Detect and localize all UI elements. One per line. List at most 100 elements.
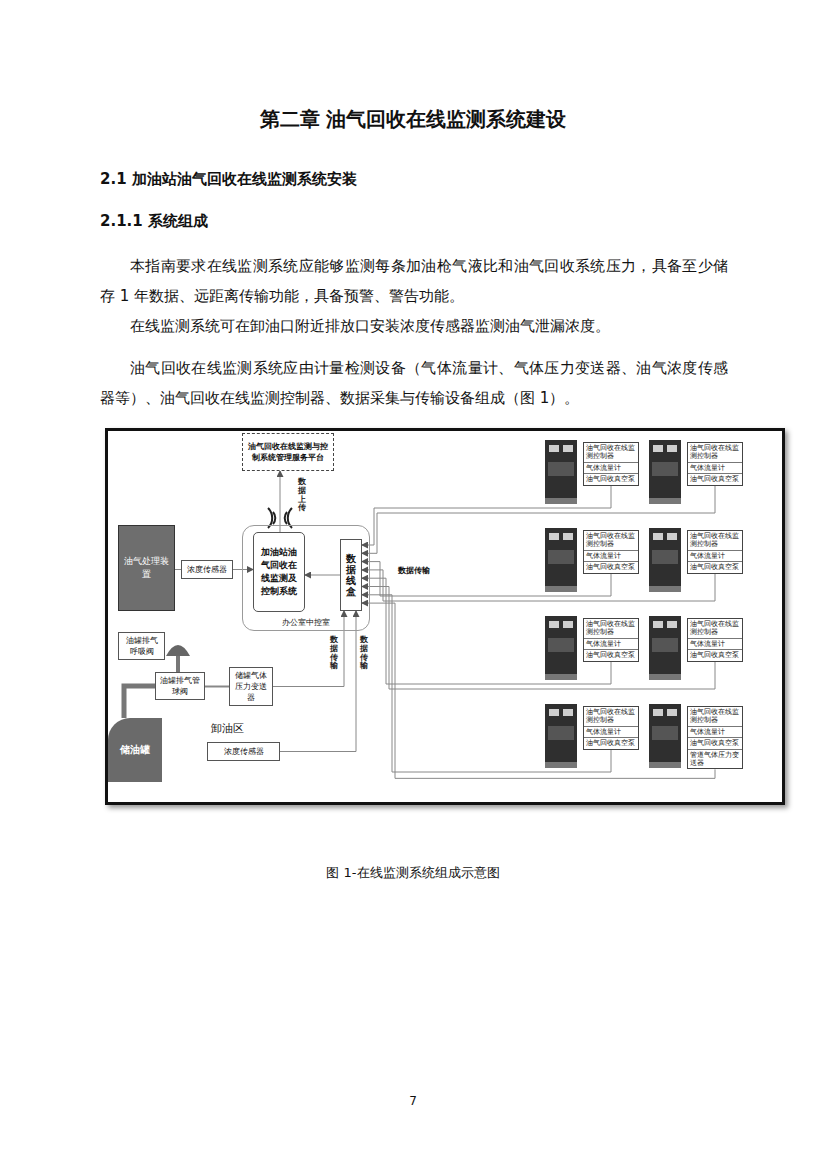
body-paragraph: 在线监测系统可在卸油口附近排放口安装浓度传感器监测油气泄漏浓度。 [100, 311, 728, 341]
panel-row-text: 气体流量计 [584, 551, 638, 562]
dispenser-screen [563, 621, 573, 628]
dispenser-monitor-panel: 油气回收在线监测控制器气体流量计油气回收真空泵管道气体压力变送器 [687, 706, 743, 769]
data-line [362, 486, 715, 554]
figure-caption: 图 1-在线监测系统组成示意图 [0, 864, 826, 882]
panel-row-text: 油气回收在线监测控制器 [688, 443, 742, 463]
dispenser-monitor-panel: 油气回收在线监测控制器气体流量计油气回收真空泵 [687, 530, 743, 574]
fuel-dispenser [545, 440, 577, 504]
section-heading: 2.1 加油站油气回收在线监测系统安装 [100, 170, 740, 189]
subsection-heading: 2.1.1 系统组成 [100, 212, 740, 231]
node-text: 浓度传感器 [224, 746, 264, 757]
tank-shape [108, 718, 162, 782]
panel-row-text: 管道气体压力变送器 [688, 750, 742, 769]
node-text: 办公室中控室 [243, 617, 369, 628]
fuel-dispenser [545, 528, 577, 592]
panel-row-text: 油气回收真空泵 [688, 738, 742, 749]
data-line [362, 562, 611, 596]
data-line [362, 587, 715, 690]
fuel-dispenser [545, 616, 577, 680]
concentration-sensor: 浓度传感器 [207, 742, 280, 761]
dispenser-base [545, 586, 577, 592]
panel-row-text: 油气回收在线监测控制器 [584, 531, 638, 551]
data-line [362, 595, 611, 772]
fuel-dispenser [649, 440, 681, 504]
data-line [280, 611, 356, 752]
dispenser-screen [549, 709, 559, 716]
dispenser-base [545, 498, 577, 504]
dispenser-monitor-panel: 油气回收在线监测控制器气体流量计油气回收真空泵 [583, 706, 639, 750]
dispenser-band [652, 550, 678, 564]
pressure-transmitter: 储罐气体压力变送器 [229, 667, 273, 706]
panel-row-text: 气体流量计 [584, 639, 638, 650]
fuel-dispenser [649, 704, 681, 768]
dispenser-body [545, 528, 577, 592]
panel-row-text: 油气回收在线监测控制器 [688, 707, 742, 727]
data-line [362, 486, 611, 545]
dispenser-screen [667, 533, 677, 540]
panel-row-text: 气体流量计 [688, 463, 742, 474]
dispenser-base [545, 762, 577, 768]
dispenser-monitor-panel: 油气回收在线监测控制器气体流量计油气回收真空泵 [583, 618, 639, 662]
dispenser-band [548, 550, 574, 564]
dispenser-monitor-panel: 油气回收在线监测控制器气体流量计油气回收真空泵 [687, 442, 743, 486]
data-line [305, 575, 340, 576]
dispenser-screen [667, 709, 677, 716]
dispenser-screen [563, 533, 573, 540]
panel-row-text: 油气回收真空泵 [584, 562, 638, 572]
dispenser-body [545, 704, 577, 768]
breather-valve-cap [166, 645, 190, 656]
data-transfer-label: 数据传输 [330, 636, 338, 671]
node-text: 油气回收在线监测与控制系统管理服务平台 [246, 441, 330, 463]
dispenser-body [649, 704, 681, 768]
node-text: 数据线盒 [346, 553, 356, 597]
data-transfer-label: 数据传输 [398, 565, 430, 576]
dispenser-band [548, 638, 574, 652]
dispenser-monitor-panel: 油气回收在线监测控制器气体流量计油气回收真空泵 [583, 442, 639, 486]
dispenser-screen [563, 709, 573, 716]
page-title: 第二章 油气回收在线监测系统建设 [0, 106, 826, 133]
vapor-processor: 油气处理装置 [118, 525, 175, 611]
node-text: 加油站油气回收在线监测及控制系统 [257, 546, 301, 598]
area-label: 卸油区 [211, 721, 244, 736]
dispenser-base [545, 674, 577, 680]
dispenser-band [652, 726, 678, 740]
panel-row-text: 油气回收真空泵 [688, 562, 742, 572]
node-text: 浓度传感器 [187, 564, 227, 575]
dispenser-band [652, 462, 678, 476]
panel-row-text: 油气回收在线监测控制器 [688, 619, 742, 639]
page-number: 7 [0, 1094, 826, 1108]
breather-valve-label-box: 油罐排气呼吸阀 [118, 632, 165, 660]
dispenser-screen [653, 621, 663, 628]
fuel-dispenser [649, 616, 681, 680]
fuel-dispenser [545, 704, 577, 768]
platform-box: 油气回收在线监测与控制系统管理服务平台 [242, 433, 334, 471]
node-text: 油气处理装置 [122, 555, 171, 581]
dispenser-body [545, 616, 577, 680]
data-line [233, 569, 253, 570]
dispenser-screen [653, 533, 663, 540]
dispenser-body [545, 440, 577, 504]
data-line [280, 471, 281, 532]
concentration-sensor: 浓度传感器 [181, 560, 233, 579]
dispenser-screen [549, 533, 559, 540]
dispenser-screen [667, 445, 677, 452]
dispenser-body [649, 528, 681, 592]
dispenser-band [548, 462, 574, 476]
panel-row-text: 油气回收真空泵 [688, 650, 742, 660]
panel-row-text: 油气回收真空泵 [584, 738, 638, 748]
upload-label: 数据上传 [298, 478, 306, 513]
node-text: 储罐气体压力变送器 [233, 670, 269, 703]
control-room-region: 办公室中控室 加油站油气回收在线监测及控制系统 数据线盒 [242, 525, 370, 631]
dispenser-body [649, 616, 681, 680]
dispenser-screen [549, 621, 559, 628]
body-paragraph: 本指南要求在线监测系统应能够监测每条加油枪气液比和油气回收系统压力，具备至少储存… [100, 251, 728, 311]
data-line [205, 686, 229, 688]
storage-tank: 储油罐 [108, 718, 162, 782]
control-system-box: 加油站油气回收在线监测及控制系统 [253, 532, 305, 612]
fuel-dispenser [649, 528, 681, 592]
panel-row-text: 油气回收真空泵 [584, 650, 638, 660]
dispenser-base [649, 498, 681, 504]
ball-valve-box: 油罐排气管球阀 [155, 672, 205, 700]
pipe-connector [124, 686, 155, 718]
